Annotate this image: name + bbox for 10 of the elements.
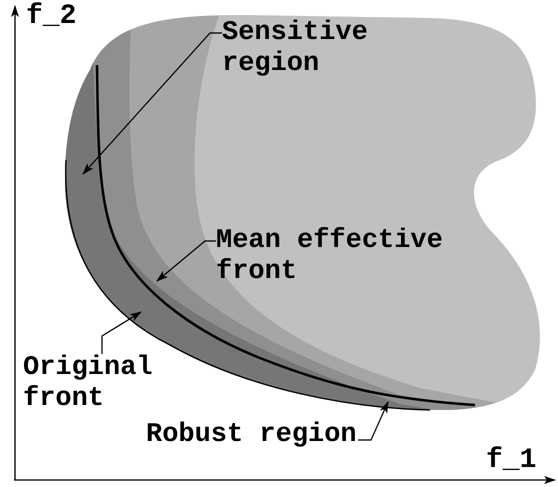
callout-label: Sensitive region xyxy=(222,18,374,80)
axis-label: f_2 xyxy=(26,2,76,32)
callout-label: Mean effective front xyxy=(216,226,448,288)
leader-line xyxy=(101,311,142,354)
leader-line xyxy=(82,32,222,175)
leader-line xyxy=(358,401,389,441)
leader-line xyxy=(156,240,216,282)
callout-label: Original front xyxy=(23,353,165,415)
axis-label: f_1 xyxy=(486,446,536,476)
callout-label: Robust region xyxy=(146,420,360,451)
